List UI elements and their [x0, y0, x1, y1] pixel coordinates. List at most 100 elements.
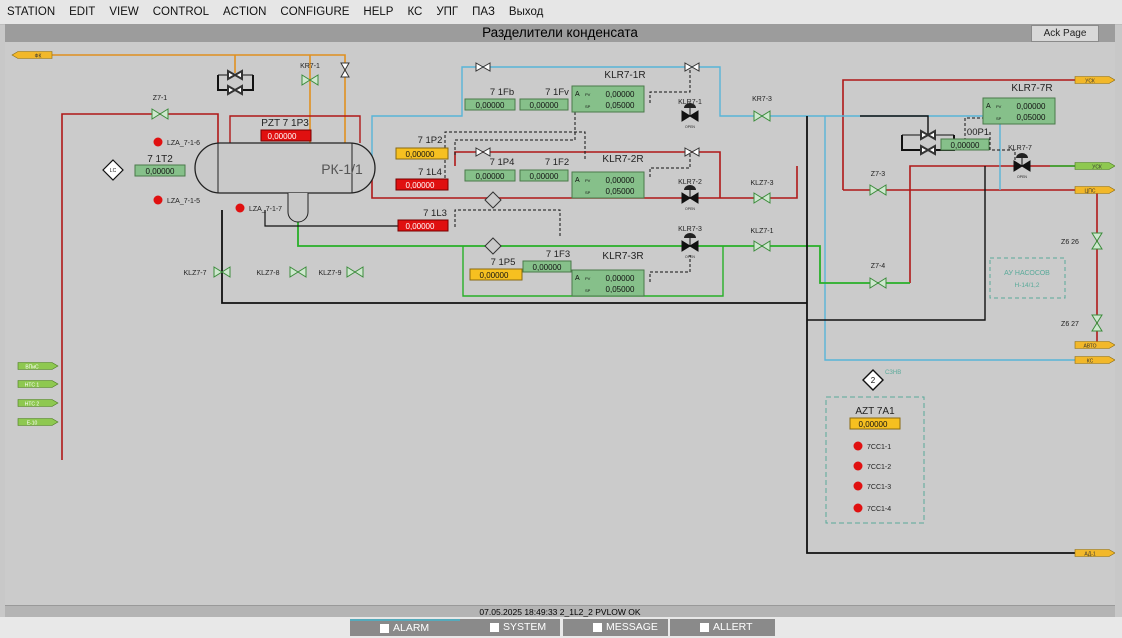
menu-exit[interactable]: Выход [508, 6, 544, 18]
klr7-2r-sp-tag: SP [585, 190, 591, 195]
connector-tsps[interactable]: ЦПС [1074, 186, 1115, 195]
f2-label: 7 1F2 [545, 157, 569, 168]
connector-ks[interactable]: КС [1074, 356, 1115, 365]
menu-station[interactable]: STATION [7, 6, 56, 18]
ack-page-button[interactable]: Ack Page [1031, 25, 1099, 42]
p4-value-box[interactable] [464, 169, 516, 182]
checkbox-icon[interactable] [490, 623, 499, 632]
checkbox-icon[interactable] [593, 623, 602, 632]
f2-value-box[interactable] [519, 169, 569, 182]
menu-ks[interactable]: КС [407, 6, 423, 18]
p2-value-box[interactable] [395, 147, 449, 160]
valve-z7-3[interactable] [869, 184, 887, 196]
valve-z7-1[interactable] [151, 108, 169, 120]
z6-27-label: Z6 27 [1061, 321, 1079, 328]
fb-label: 7 1Fb [490, 87, 514, 98]
valve-klz7-1[interactable] [753, 240, 771, 252]
azt-value-box[interactable] [849, 417, 901, 430]
lc-diamond-tag: LC [110, 168, 117, 174]
klr7-1r-mode: A [575, 91, 580, 98]
klr7-2r-pv-tag: PV [585, 178, 591, 183]
connector-fk[interactable]: ФК [11, 51, 53, 60]
klr7-7-valve-state: OPEN [1017, 175, 1027, 179]
menu-configure[interactable]: CONFIGURE [280, 6, 350, 18]
connector-usk-2[interactable]: УСК [1074, 162, 1115, 171]
control-valve-klr7-2[interactable] [681, 184, 699, 204]
regulator-klr7-3r[interactable]: KLR7-3R A PV SP 0,00000 0,05000 [571, 251, 645, 297]
alarm-lamp-7cc1-3 [853, 481, 863, 491]
pzt-value-box[interactable] [260, 129, 312, 142]
valve-vertical-345[interactable] [340, 62, 350, 78]
p1-value-box[interactable] [940, 138, 990, 151]
tab-allert-label: ALLERT [713, 621, 753, 633]
tab-system[interactable]: SYSTEM [460, 619, 560, 636]
klr7-7r-sp-tag: SP [996, 116, 1002, 121]
l4-value-box[interactable] [395, 178, 449, 191]
checkbox-icon[interactable] [380, 624, 389, 633]
menu-upg[interactable]: УПГ [436, 6, 459, 18]
klr7-3r-sp-tag: SP [585, 288, 591, 293]
klr7-1r-name: KLR7-1R [604, 70, 645, 81]
azt-diamond[interactable]: 2 [862, 369, 884, 391]
connector-avto-label: АВТО [1083, 344, 1096, 350]
azt-tag: СЗНВ [885, 370, 901, 376]
z7-1-label: Z7-1 [153, 95, 168, 102]
klr7-2r-mode: A [575, 177, 580, 184]
klr7-1r-pv: 0,00000 [606, 90, 635, 99]
connector-nts-2[interactable]: НТС 2 [17, 399, 59, 408]
valve-red-line-2[interactable] [684, 147, 700, 157]
menu-help[interactable]: HELP [363, 6, 394, 18]
connector-usk-1[interactable]: УСК [1074, 76, 1115, 85]
connector-nts-1[interactable]: НТС 1 [17, 380, 59, 389]
valve-kr7-3[interactable] [753, 110, 771, 122]
pumps-box[interactable]: АУ НАСОСОВ Н-14/1,2 [989, 257, 1066, 299]
klr7-2-valve-label: KLR7-2 [678, 179, 702, 186]
klr7-3r-pv-tag: PV [585, 276, 591, 281]
valve-z6-26[interactable] [1091, 232, 1103, 250]
l3-value-box[interactable] [397, 219, 449, 232]
menu-view[interactable]: VIEW [109, 6, 139, 18]
valve-klz7-8[interactable] [289, 266, 307, 278]
tab-allert[interactable]: ALLERT [670, 619, 775, 636]
connector-avto[interactable]: АВТО [1074, 341, 1115, 350]
control-valve-klr7-7[interactable] [1013, 152, 1031, 172]
lc-diamond[interactable]: LC [102, 159, 124, 181]
fb-value-box[interactable] [464, 98, 516, 111]
valve-klz7-9[interactable] [346, 266, 364, 278]
connector-e10[interactable]: Е-10 [17, 418, 59, 427]
klr7-1r-sp: 0,05000 [606, 101, 635, 110]
azt-label: AZT 7A1 [855, 406, 895, 417]
valve-klz7-3[interactable] [753, 192, 771, 204]
l4-value: 0,00000 [406, 181, 435, 190]
tab-message[interactable]: MESSAGE [563, 619, 668, 636]
valve-z6-27[interactable] [1091, 314, 1103, 332]
control-valve-klr7-3[interactable] [681, 232, 699, 252]
klr7-2-valve-state: OPEN [685, 207, 695, 211]
separator-vessel[interactable] [194, 142, 376, 223]
process-diagram: РК-1/1 PZT 7 1P3 0,00000 LZA_7-1-6 LZA_7… [11, 51, 1115, 558]
regulator-klr7-7r[interactable]: KLR7-7R A PV SP 0,00000 0,05000 [982, 83, 1056, 125]
regulator-klr7-1r[interactable]: KLR7-1R A PV SP 0,00000 0,05000 [571, 70, 646, 113]
menu-paz[interactable]: ПАЗ [472, 6, 495, 18]
menu-edit[interactable]: EDIT [69, 6, 96, 18]
menu-action[interactable]: ACTION [222, 6, 267, 18]
connector-vpis[interactable]: ВПиС [17, 362, 59, 371]
valve-red-line-1[interactable] [475, 147, 491, 157]
valve-z7-4[interactable] [869, 277, 887, 289]
f3-value-box[interactable] [522, 260, 572, 273]
pzt-value: 0,00000 [268, 132, 297, 141]
fv-value-box[interactable] [519, 98, 569, 111]
tab-alarm[interactable]: ALARM [350, 619, 460, 636]
p5-value: 0,00000 [480, 271, 509, 280]
connector-ad-1[interactable]: АД-1 [1074, 549, 1115, 558]
valve-top-blue-1[interactable] [475, 62, 491, 72]
valve-top-blue-2[interactable] [684, 62, 700, 72]
p5-value-box[interactable] [469, 268, 523, 281]
z7-3-label: Z7-3 [871, 171, 886, 178]
checkbox-icon[interactable] [700, 623, 709, 632]
menu-control[interactable]: CONTROL [152, 6, 209, 18]
vessel-name: РК-1/1 [321, 161, 363, 177]
bypass-assembly[interactable] [217, 70, 254, 95]
regulator-klr7-2r[interactable]: KLR7-2R A PV SP 0,00000 0,05000 [571, 154, 645, 199]
t2-value-box[interactable] [134, 164, 186, 177]
